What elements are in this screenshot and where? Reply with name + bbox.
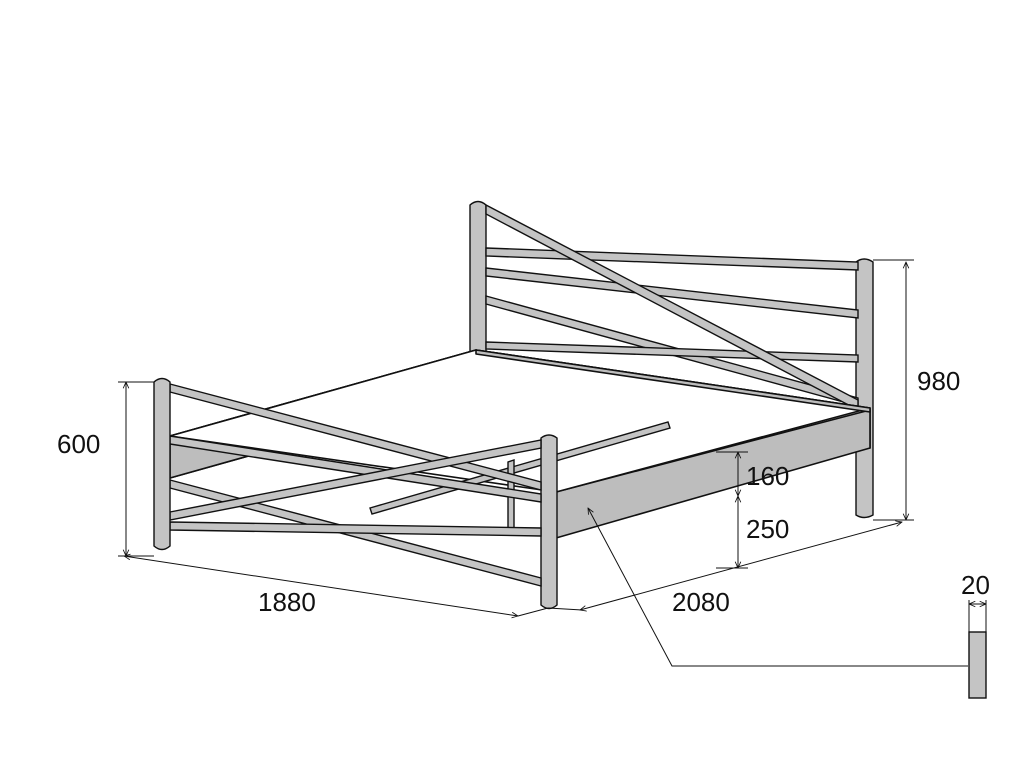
headboard-label-600: 600 [57, 429, 100, 459]
bed-frame [169, 349, 871, 539]
front-right-post [540, 434, 558, 610]
width-label-1880: 1880 [258, 587, 316, 617]
profile-label-20: 20 [961, 570, 990, 600]
length-label-2080: 2080 [672, 587, 730, 617]
back-right-post [855, 258, 874, 519]
frame-height-label-160: 160 [746, 461, 789, 491]
front-left-post [153, 377, 171, 551]
dim-lines [118, 259, 968, 667]
clearance-label-250: 250 [746, 514, 789, 544]
headboard-rails [485, 203, 859, 412]
profile-section [968, 600, 987, 699]
height-label-980: 980 [917, 366, 960, 396]
